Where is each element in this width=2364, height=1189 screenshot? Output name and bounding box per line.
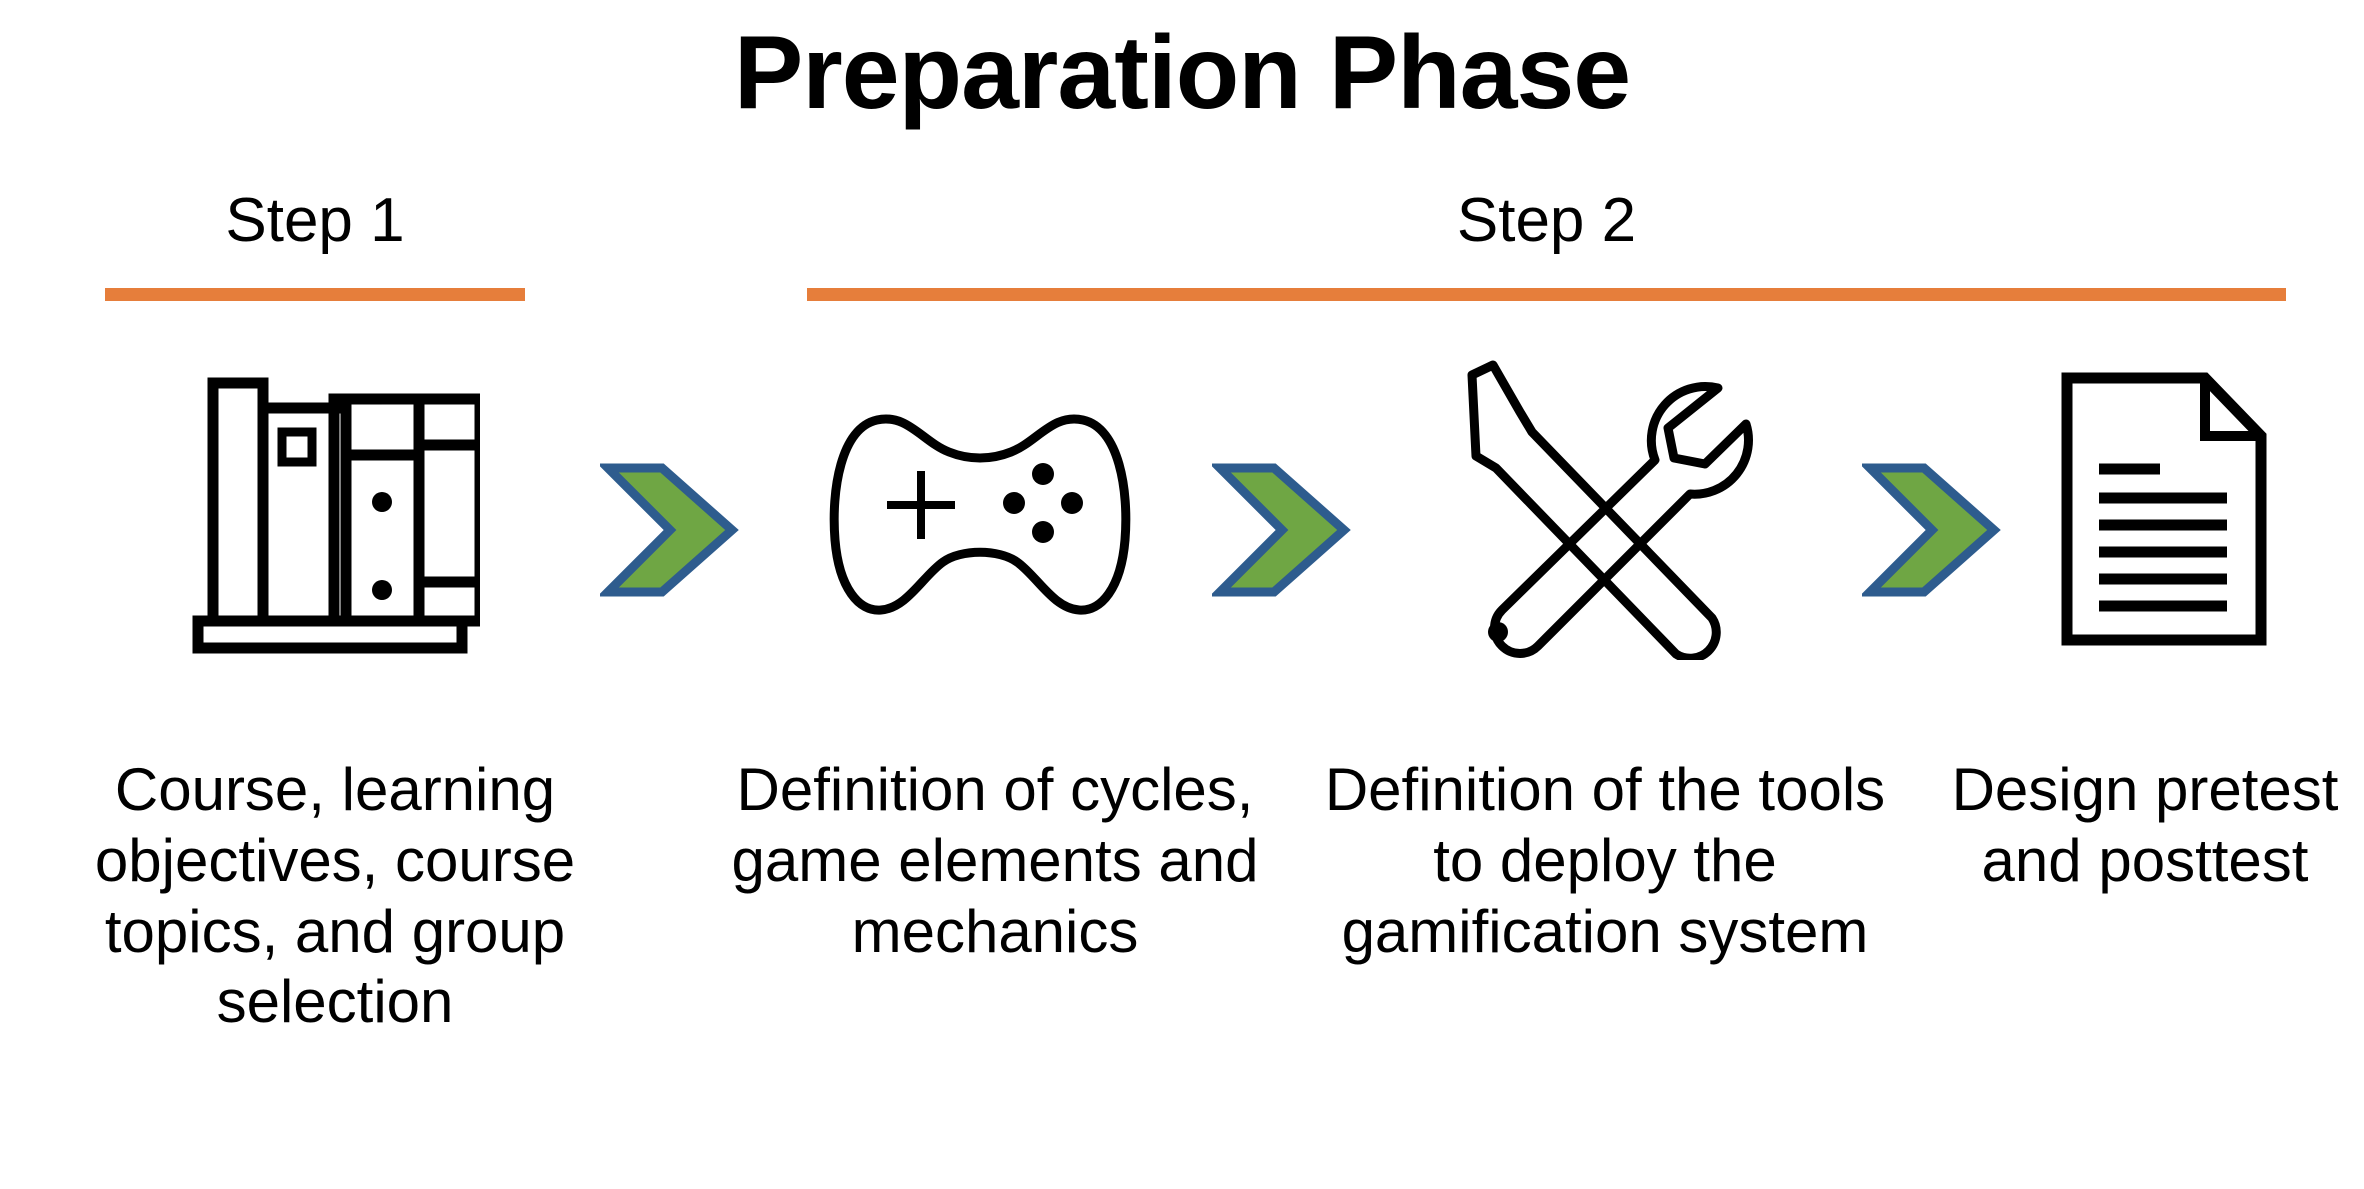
screwdriver-icon	[1467, 360, 1721, 660]
step-2-label: Step 2	[1456, 186, 1637, 255]
connector-2	[1209, 460, 1352, 600]
dpad-cross-icon	[887, 471, 955, 539]
books-shelf-icon	[192, 377, 480, 654]
tools-screwdriver-wrench-icon	[1467, 360, 1753, 660]
node-4-icon-slot	[2010, 330, 2330, 690]
step-2-underline	[807, 288, 2286, 301]
step-1-underline	[105, 288, 525, 301]
step-1-label: Step 1	[225, 186, 405, 255]
icon-row	[0, 330, 2364, 690]
node-2-icon-slot	[770, 330, 1190, 690]
chevron-right-icon	[1859, 463, 2001, 597]
wrench-icon	[1490, 382, 1753, 658]
document-page-icon	[2061, 372, 2267, 646]
node-3-caption: Definition of the tools to deploy the ga…	[1324, 756, 1886, 965]
screwdriver-handle-dot	[1488, 622, 1508, 642]
node-1-icon-slot	[120, 330, 540, 690]
node-1-caption: Course, learning objectives, course topi…	[94, 756, 576, 1036]
connector-1	[597, 460, 740, 600]
connector-3	[1859, 460, 2002, 600]
node-3-icon-slot	[1400, 330, 1820, 690]
chevron-right-icon	[1209, 463, 1351, 597]
node-2-caption: Definition of cycles, game elements and …	[731, 756, 1259, 965]
diagram-title: Preparation Phase	[733, 15, 1631, 131]
node-4-caption: Design pretest and posttest	[1951, 756, 2339, 894]
chevron-right-icon	[597, 463, 739, 597]
gamepad-icon	[829, 414, 1131, 615]
